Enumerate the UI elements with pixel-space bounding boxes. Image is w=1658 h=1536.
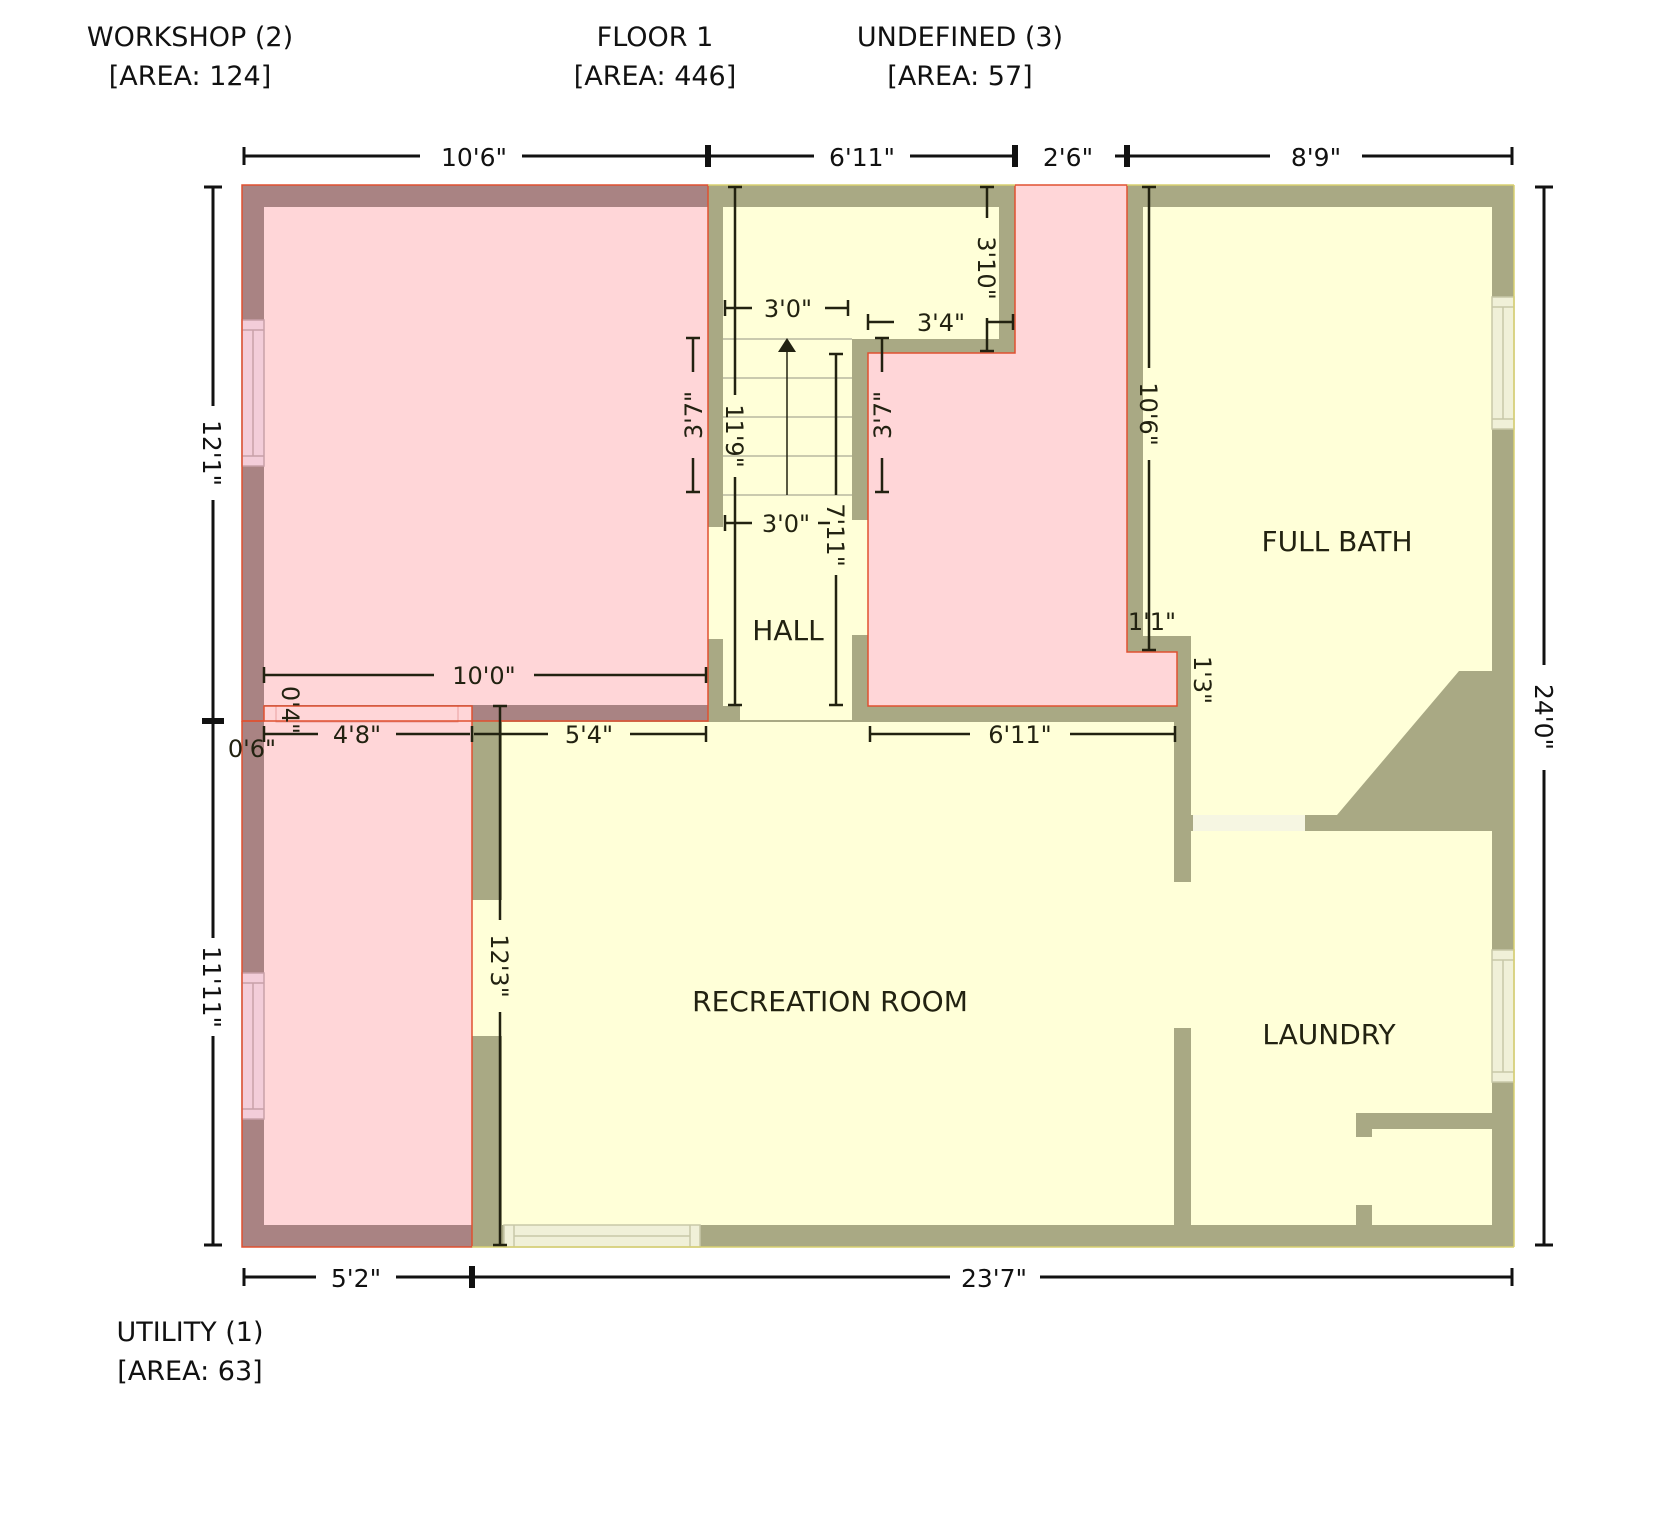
dim-left-2: 11'11" bbox=[197, 946, 226, 1028]
window bbox=[503, 296, 1515, 1248]
hall-opening bbox=[740, 700, 852, 720]
dim-utility-width: 4'8" bbox=[333, 721, 381, 749]
dim-landing-width: 3'4" bbox=[917, 309, 965, 337]
room-full-bath[interactable]: FULL BATH bbox=[1261, 525, 1412, 558]
dim-bath-wall: 10'6" bbox=[1134, 382, 1162, 445]
room-hall[interactable]: HALL bbox=[752, 614, 824, 647]
dim-bottom-2: 23'7" bbox=[961, 1264, 1027, 1293]
undefined-name: UNDEFINED (3) bbox=[856, 22, 1064, 53]
dim-landing-height: 3'10" bbox=[972, 236, 1000, 299]
dim-stair-bottom-width: 3'0" bbox=[762, 510, 810, 538]
dim-top-1: 10'6" bbox=[441, 143, 507, 172]
dim-stair-top-width: 3'0" bbox=[764, 295, 812, 323]
bath-floor bbox=[1143, 207, 1492, 815]
workshop-area: [AREA: 124] bbox=[108, 61, 272, 92]
dim-bath-step: 1'3" bbox=[1188, 656, 1216, 704]
dim-right: 24'0" bbox=[1529, 684, 1558, 750]
landing-floor bbox=[723, 207, 999, 339]
undefined-area: [AREA: 57] bbox=[887, 61, 1033, 92]
door-opening bbox=[472, 900, 502, 1036]
area-label-undefined: UNDEFINED (3) [AREA: 57] bbox=[810, 18, 1110, 96]
door-opening bbox=[852, 520, 868, 635]
room-recreation[interactable]: RECREATION ROOM bbox=[692, 985, 968, 1018]
closet-floor bbox=[1372, 1129, 1492, 1225]
dim-workshop-jog: 3'7" bbox=[680, 391, 708, 439]
dim-top-4: 8'9" bbox=[1291, 143, 1341, 172]
dim-right bbox=[1535, 185, 1553, 1247]
area-label-utility: UTILITY (1) [AREA: 63] bbox=[40, 1313, 340, 1391]
dim-undefined-jog: 3'7" bbox=[869, 391, 897, 439]
recreation-floor bbox=[502, 722, 1174, 1225]
dim-rec-height: 12'3" bbox=[485, 934, 513, 997]
window bbox=[241, 319, 265, 1120]
dim-bottom bbox=[242, 1266, 1514, 1288]
dim-interior bbox=[262, 185, 1177, 1247]
dim-utility-top: 0'4" bbox=[276, 686, 304, 734]
workshop-name: WORKSHOP (2) bbox=[86, 22, 294, 53]
dim-top bbox=[242, 145, 1514, 167]
dim-top-2: 6'11" bbox=[829, 143, 895, 172]
stair-direction-arrow-icon bbox=[778, 338, 796, 495]
dim-rec-right: 6'11" bbox=[988, 721, 1051, 749]
utility-floor bbox=[264, 706, 472, 1225]
floor-name: FLOOR 1 bbox=[596, 22, 714, 53]
dim-workshop-width: 10'0" bbox=[452, 662, 515, 690]
laundry-floor bbox=[1191, 831, 1492, 1225]
dim-stair-length: 11'9" bbox=[720, 404, 748, 467]
door-opening bbox=[1356, 1137, 1372, 1205]
room-laundry[interactable]: LAUNDRY bbox=[1262, 1018, 1396, 1051]
dim-utility-offset: 0'6" bbox=[228, 735, 276, 763]
door-opening bbox=[1193, 815, 1305, 831]
area-label-floor: FLOOR 1 [AREA: 446] bbox=[505, 18, 805, 96]
dim-hall-length: 7'11" bbox=[821, 503, 849, 566]
dim-left bbox=[202, 185, 224, 1247]
utility-name: UTILITY (1) bbox=[116, 1317, 264, 1348]
area-label-workshop: WORKSHOP (2) [AREA: 124] bbox=[40, 18, 340, 96]
outlines bbox=[241, 184, 1515, 1248]
utility-area: [AREA: 63] bbox=[117, 1356, 263, 1387]
floor-area: [AREA: 446] bbox=[573, 61, 737, 92]
dim-bath-offset: 1'1" bbox=[1128, 608, 1176, 636]
dim-bottom-1: 5'2" bbox=[331, 1264, 381, 1293]
door-opening bbox=[708, 527, 723, 639]
door-opening bbox=[1174, 882, 1191, 1028]
dim-top-3: 2'6" bbox=[1043, 143, 1093, 172]
dim-left-1: 12'1" bbox=[197, 420, 226, 486]
dim-rec-left: 5'4" bbox=[565, 721, 613, 749]
workshop-floor bbox=[264, 207, 708, 705]
undefined-floor bbox=[868, 185, 1177, 706]
